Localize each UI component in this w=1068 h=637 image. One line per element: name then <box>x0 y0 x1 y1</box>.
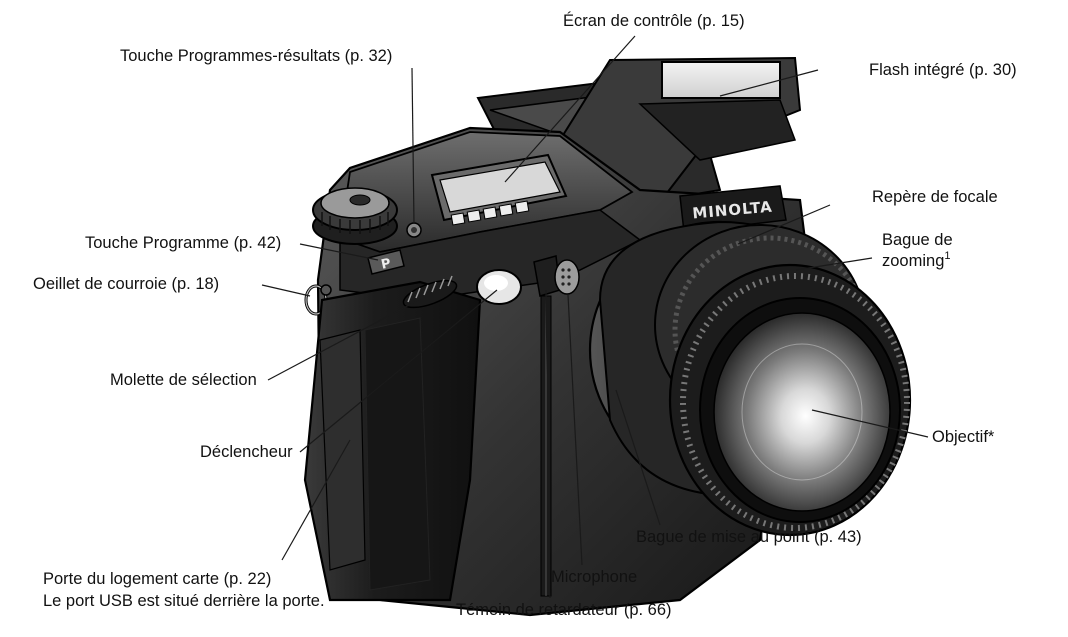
leader-porte-logement <box>281 439 351 561</box>
control-panel-lcd <box>430 153 568 226</box>
hand-grip <box>303 280 482 602</box>
leader-ecran-controle <box>504 35 636 183</box>
leader-lines <box>261 35 929 599</box>
leader-temoin-retardateur <box>545 289 551 599</box>
label-objectif: Objectif* <box>932 428 995 446</box>
label-porte-logement-line1: Porte du logement carte (p. 22) <box>43 570 272 588</box>
leader-flash-integre <box>719 69 819 97</box>
program-key-letter: P <box>380 256 392 273</box>
leader-bague-mise-au-point <box>615 389 661 526</box>
digital-subject-button <box>406 222 422 238</box>
leader-oeillet-courroie <box>261 284 311 297</box>
program-key: P <box>367 249 405 275</box>
label-bague-zooming: Bague de zooming1 <box>882 230 953 274</box>
label-flash-integre: Flash intégré (p. 30) <box>869 61 1017 79</box>
label-declencheur: Déclencheur <box>200 443 293 461</box>
mode-dial <box>312 187 398 245</box>
leader-objectif <box>811 409 929 438</box>
label-repere-focale: Repère de focale <box>872 188 998 206</box>
leader-touche-programme <box>299 243 379 261</box>
label-bague-mise-au-point: Bague de mise au point (p. 43) <box>636 528 862 546</box>
leader-touche-programmes-resultats <box>411 67 415 225</box>
shutter-release <box>476 269 522 305</box>
label-oeillet-courroie: Oeillet de courroie (p. 18) <box>33 275 220 293</box>
label-porte-logement-line2: Le port USB est situé derrière la porte. <box>43 592 325 610</box>
leader-repere-focale <box>737 204 831 245</box>
label-temoin-retardateur: Témoin de retardateur (p. 66) <box>456 601 672 619</box>
leader-declencheur <box>299 289 498 453</box>
leader-molette-selection <box>267 295 427 381</box>
label-touche-programmes-resultats: Touche Programmes-résultats (p. 32) <box>120 47 393 65</box>
brand-badge: MINOLTA <box>679 185 787 233</box>
label-bague-zooming-line2: zooming <box>882 252 945 270</box>
label-molette-selection: Molette de sélection <box>110 371 257 389</box>
label-touche-programme: Touche Programme (p. 42) <box>85 234 282 252</box>
label-microphone: Microphone <box>551 568 638 586</box>
lens-front <box>699 297 901 523</box>
leader-bague-zooming <box>795 257 873 271</box>
leader-microphone <box>567 294 583 566</box>
label-bague-zooming-sup: 1 <box>944 250 951 262</box>
label-ecran-controle: Écran de contrôle (p. 15) <box>563 12 745 30</box>
label-bague-zooming-line1: Bague de <box>882 231 953 249</box>
microphone-grille <box>554 259 580 295</box>
label-porte-logement: Porte du logement carte (p. 22) Le port … <box>43 568 325 612</box>
